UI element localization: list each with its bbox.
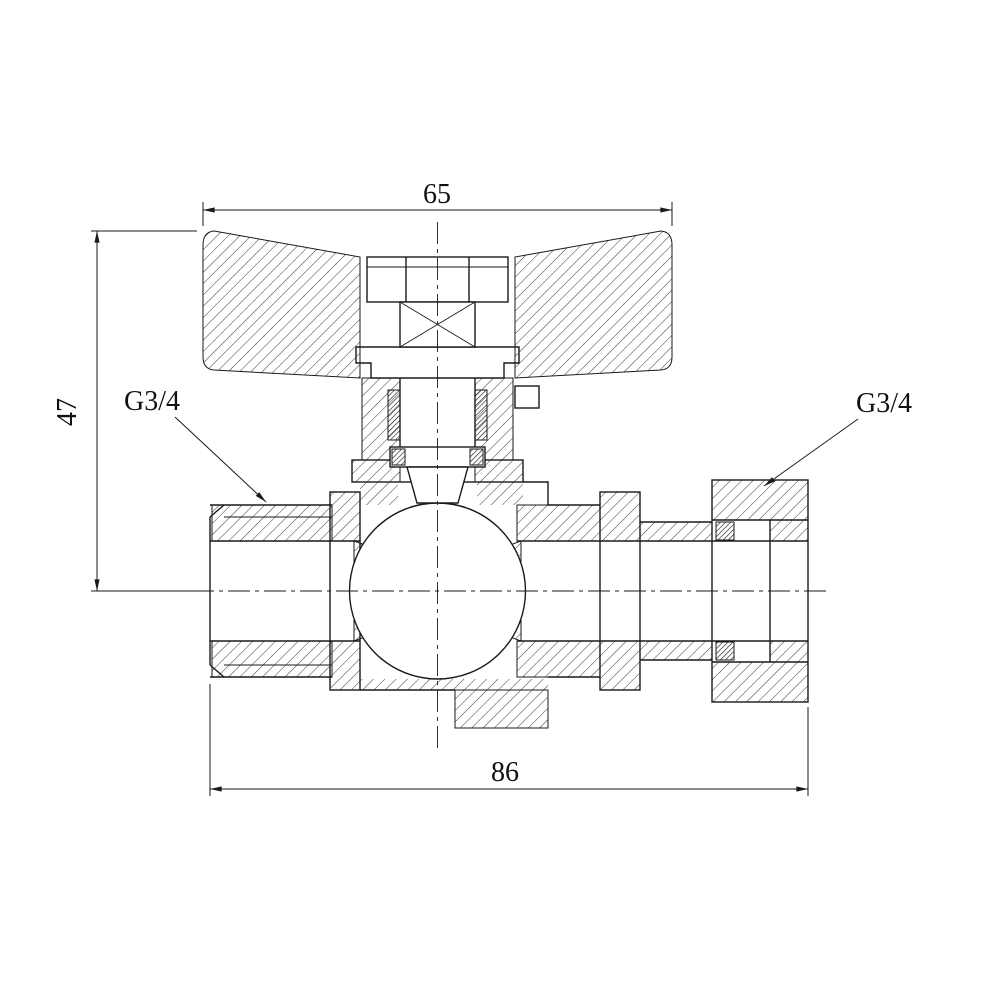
tailpiece (639, 521, 713, 661)
o-ring-top (715, 521, 735, 541)
dimension-bottom-width: 86 (209, 684, 809, 796)
body-bottom-wall (360, 679, 549, 729)
packing-right (474, 389, 488, 441)
right-thread-label: G3/4 (856, 388, 912, 419)
packing-left (387, 389, 401, 441)
handle-wing-left (202, 230, 361, 379)
dim-bottom-label: 86 (491, 757, 519, 788)
dimension-top-width: 65 (202, 179, 673, 226)
right-body-section (516, 481, 601, 678)
handle-stop-tab (514, 385, 540, 409)
handle-wing-right (514, 230, 673, 379)
dim-left-label: 47 (52, 398, 83, 426)
bonnet-boss (351, 459, 524, 505)
leader-left-thread: G3/4 (124, 386, 267, 503)
left-thread-label: G3/4 (124, 386, 180, 417)
union-nut (711, 479, 809, 703)
stem-seal-left (391, 448, 406, 466)
dim-top-label: 65 (423, 179, 451, 210)
stem-seal-right (469, 448, 484, 466)
o-ring-bottom (715, 641, 735, 661)
leader-right-thread: G3/4 (763, 388, 912, 487)
right-hex-flange (599, 491, 641, 691)
valve-body-section (209, 459, 809, 729)
dimension-left-height: 47 (52, 230, 204, 592)
